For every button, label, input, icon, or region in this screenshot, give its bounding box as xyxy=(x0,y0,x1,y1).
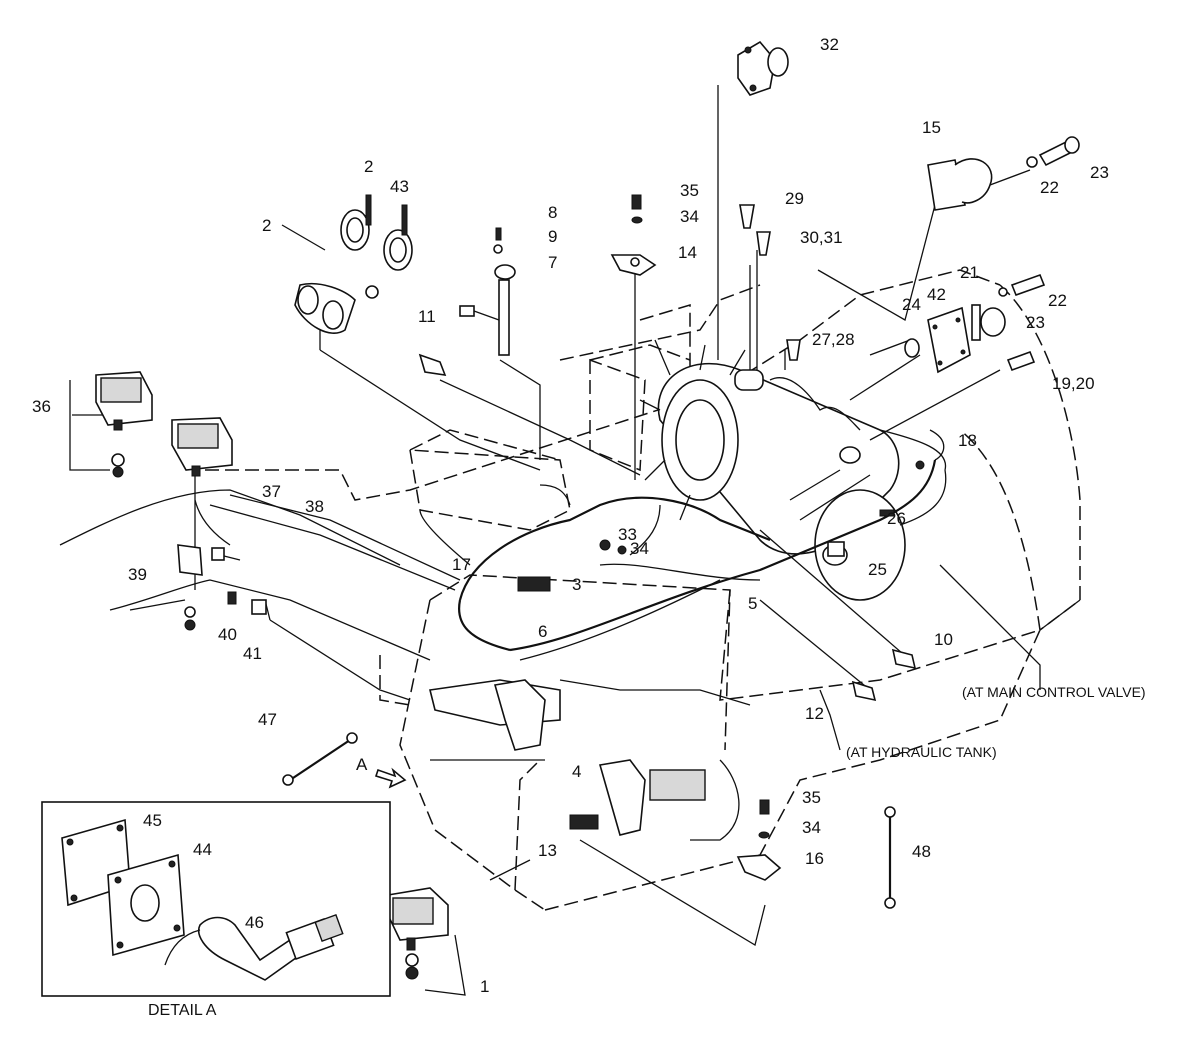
part-4-joystick-console xyxy=(429,679,706,836)
callout-5: 5 xyxy=(748,594,757,613)
part-16-34-35-clamp-bottom xyxy=(736,799,782,881)
callout-10: 10 xyxy=(934,630,953,649)
callout-22: 22 xyxy=(1040,178,1059,197)
part-14-34-35-clamp-top xyxy=(610,194,657,276)
callout-23-mid: 23 xyxy=(1026,313,1045,332)
detail-a-box xyxy=(41,801,391,997)
callout-18: 18 xyxy=(958,431,977,450)
callout-2: 2 xyxy=(262,216,271,235)
callout-48: 48 xyxy=(912,842,931,861)
callout-7: 7 xyxy=(548,253,557,272)
note-hydraulic-tank: (AT HYDRAULIC TANK) xyxy=(846,744,997,760)
part-21-24-42-plate xyxy=(904,304,1006,374)
callout-29: 29 xyxy=(785,189,804,208)
part-29-30-31-switches xyxy=(739,204,771,256)
part-22-23-bolt-mid xyxy=(998,273,1046,297)
callout-15: 15 xyxy=(922,118,941,137)
part-22-23-bolt-top xyxy=(1026,136,1080,168)
part-7-8-9-sensor-rod xyxy=(459,227,516,356)
callout-1: 1 xyxy=(480,977,489,996)
callout-37: 37 xyxy=(262,482,281,501)
engine xyxy=(639,339,906,601)
callout-13: 13 xyxy=(538,841,557,860)
callout-38: 38 xyxy=(305,497,324,516)
callout-41: 41 xyxy=(243,644,262,663)
callout-9: 9 xyxy=(548,227,557,246)
part-18-26-25-wiring-parts xyxy=(827,460,925,557)
callout-8: 8 xyxy=(548,203,557,222)
part-2-horn-assembly xyxy=(294,282,379,334)
callout-2-horn: 2 xyxy=(364,157,373,176)
callout-labels: 32 15 23 22 35 34 14 29 30,31 2 43 2 8 9… xyxy=(32,35,1109,996)
part-39-40-41-bracket xyxy=(177,544,267,631)
callout-19-20: 19,20 xyxy=(1052,374,1095,393)
callout-6: 6 xyxy=(538,622,547,641)
part-27-28-sensor xyxy=(786,339,801,361)
wire-harness xyxy=(194,429,947,841)
callout-11: 11 xyxy=(418,307,436,326)
callout-30-31: 30,31 xyxy=(800,228,843,247)
location-notes: (AT MAIN CONTROL VALVE) (AT HYDRAULIC TA… xyxy=(148,684,1146,1019)
callout-35: 35 xyxy=(680,181,699,200)
callout-46: 46 xyxy=(245,913,264,932)
machine-body xyxy=(59,269,1081,911)
part-32-horn-bracket xyxy=(737,40,789,96)
callout-43: 43 xyxy=(390,177,409,196)
callout-17: 17 xyxy=(452,555,471,574)
part-3-13-relays xyxy=(517,539,627,830)
part-10-12-sensors xyxy=(851,648,917,702)
part-19-20-sensor xyxy=(1006,350,1036,372)
callout-44: 44 xyxy=(193,840,212,859)
part-15-warning-light xyxy=(927,158,993,211)
callout-32: 32 xyxy=(820,35,839,54)
view-arrow-label: A xyxy=(356,755,368,774)
callout-24: 24 xyxy=(902,295,921,314)
note-main-control-valve: (AT MAIN CONTROL VALVE) xyxy=(962,684,1146,700)
part-2-43-horn-pair xyxy=(340,194,413,271)
callout-35-bottom: 35 xyxy=(802,788,821,807)
detail-a-title: DETAIL A xyxy=(148,1002,217,1019)
callout-34-bottom: 34 xyxy=(802,818,821,837)
callout-22-mid: 22 xyxy=(1048,291,1067,310)
part-48-cable xyxy=(884,806,896,909)
callout-47: 47 xyxy=(258,710,277,729)
callout-14: 14 xyxy=(678,243,697,262)
callout-23: 23 xyxy=(1090,163,1109,182)
callout-33: 33 xyxy=(618,525,637,544)
callout-21: 21 xyxy=(960,263,979,282)
part-36-worklight xyxy=(95,371,153,478)
callout-45: 45 xyxy=(143,811,162,830)
leader-lines xyxy=(69,85,1041,996)
callout-39: 39 xyxy=(128,565,147,584)
worklight-2 xyxy=(171,417,233,477)
callout-40: 40 xyxy=(218,625,237,644)
callout-34: 34 xyxy=(680,207,699,226)
part-47-cable xyxy=(282,732,358,786)
part-11-sensor xyxy=(418,353,447,376)
callout-36: 36 xyxy=(32,397,51,416)
part-1-front-light xyxy=(387,887,449,980)
callout-27-28: 27,28 xyxy=(812,330,855,349)
callout-42: 42 xyxy=(927,285,946,304)
callout-12: 12 xyxy=(805,704,824,723)
view-arrow-a xyxy=(374,767,407,789)
callout-34-cab: 34 xyxy=(630,539,649,558)
callout-25: 25 xyxy=(868,560,887,579)
callout-16: 16 xyxy=(805,849,824,868)
callout-26: 26 xyxy=(887,509,906,528)
callout-3: 3 xyxy=(572,575,581,594)
callout-4: 4 xyxy=(572,762,581,781)
